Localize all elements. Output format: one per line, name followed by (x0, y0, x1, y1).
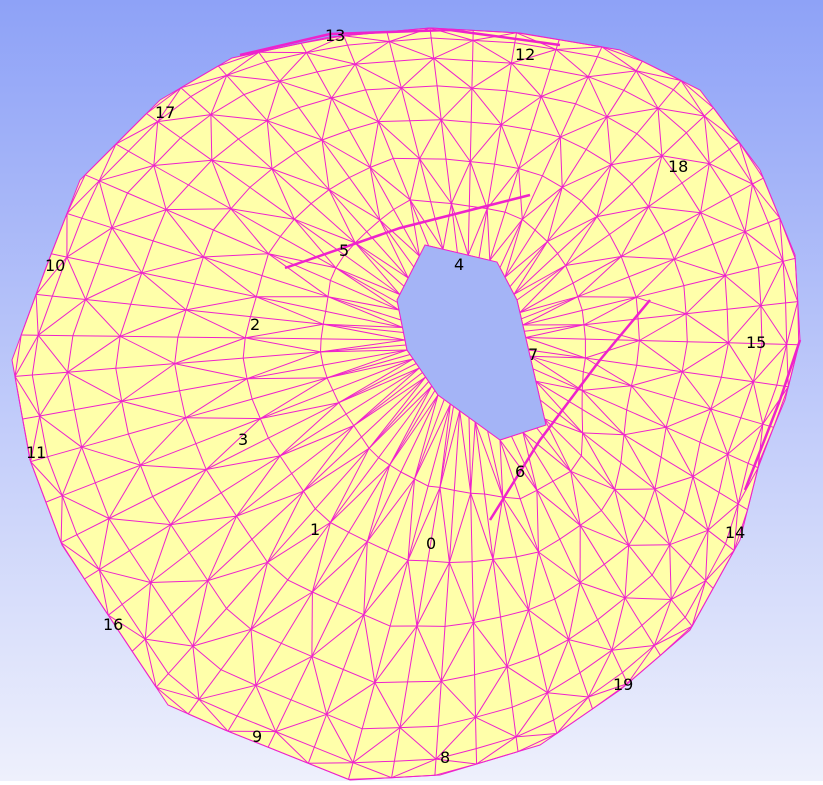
mesh-edge (578, 297, 636, 298)
vertex-label-4: 4 (454, 255, 464, 274)
vertex-label-12: 12 (515, 45, 535, 64)
vertex-label-18: 18 (668, 157, 688, 176)
mesh-edge (476, 717, 477, 748)
vertex-label-6: 6 (515, 462, 525, 481)
vertex-label-1: 1 (310, 520, 320, 539)
mesh-edge (408, 681, 442, 682)
vertex-label-15: 15 (746, 333, 766, 352)
mesh-edge (73, 336, 120, 337)
mesh-edge (308, 763, 353, 764)
vertex-label-11: 11 (26, 443, 46, 462)
vertex-label-19: 19 (613, 675, 633, 694)
vertex-label-5: 5 (339, 241, 349, 260)
vertex-label-16: 16 (103, 615, 123, 634)
vertex-label-8: 8 (440, 748, 450, 767)
mesh-edge (629, 545, 670, 546)
mesh-edge (472, 61, 473, 89)
mesh-edge (449, 562, 472, 563)
vertex-label-10: 10 (45, 256, 65, 275)
vertex-label-2: 2 (250, 315, 260, 334)
vertex-label-7: 7 (528, 345, 538, 364)
mesh-edge (582, 409, 583, 433)
vertex-label-17: 17 (155, 103, 175, 122)
mesh-edge (312, 592, 313, 656)
vertex-label-14: 14 (725, 523, 745, 542)
mesh-edge (321, 339, 322, 352)
vertex-label-0: 0 (426, 534, 436, 553)
mesh-edge (471, 88, 472, 122)
mesh-edge (408, 560, 428, 561)
vertex-label-13: 13 (325, 26, 345, 45)
mesh-edge (38, 335, 73, 336)
vertex-label-3: 3 (238, 430, 248, 449)
mesh-edge (375, 682, 408, 683)
vertex-label-9: 9 (252, 727, 262, 746)
